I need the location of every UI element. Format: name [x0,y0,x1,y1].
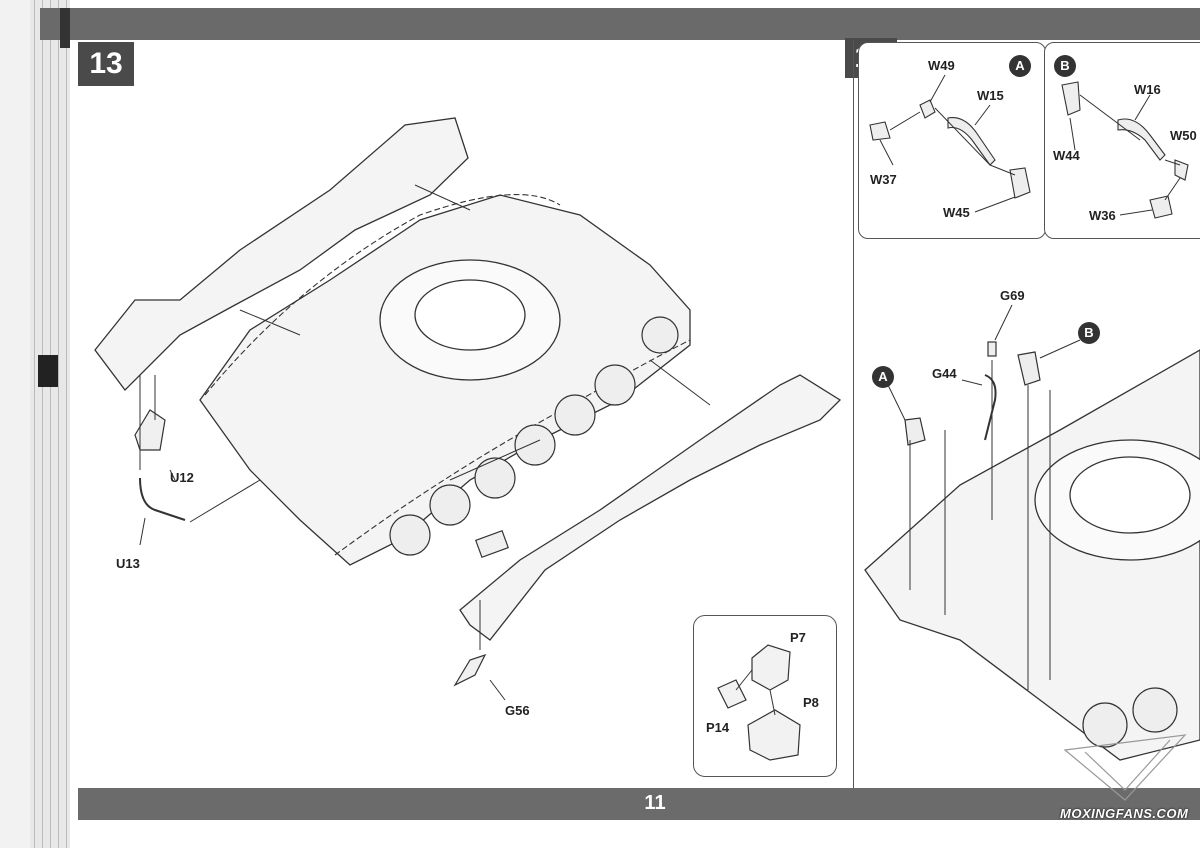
panel-divider [853,40,854,788]
label-w36: W36 [1089,208,1116,223]
part-g44 [984,374,997,441]
road-wheel [1132,687,1178,733]
part-w50 [1174,159,1189,181]
label-w50: W50 [1170,128,1197,143]
label-p7: P7 [790,630,806,645]
page-number: 11 [644,792,666,814]
road-wheel [641,316,679,354]
part-w49 [919,99,936,119]
header-bar [40,8,1200,40]
hull [199,194,691,566]
label-w49: W49 [928,58,955,73]
subassembly-a-placed [904,417,926,446]
step-13-number: 13 [78,42,134,86]
part-g56 [453,653,487,687]
subassembly-b-placed [1017,351,1041,386]
tag-b: B [1054,55,1076,77]
label-p14: P14 [706,720,730,735]
lower-fender [459,374,842,641]
label-g69: G69 [1000,288,1025,303]
main-tag-a: A [872,366,894,388]
track-lower [334,339,691,556]
label-w45: W45 [943,205,970,220]
road-wheel [594,364,636,406]
part-p8 [747,709,801,761]
page-binding [30,0,70,848]
main-tag-b: B [1078,322,1100,344]
part-w16 [1117,118,1166,161]
part-g69 [987,341,997,357]
part-u13 [139,477,186,521]
label-g56: G56 [505,703,530,718]
label-g44: G44 [932,366,957,381]
part-u12 [134,409,166,451]
road-wheel [389,514,431,556]
tag-a: A [1009,55,1031,77]
turret-ring-inner [1069,456,1191,534]
upper-fender [94,117,469,391]
label-w37: W37 [870,172,897,187]
track-upper [204,194,561,396]
label-w44: W44 [1053,148,1080,163]
road-wheel [429,484,471,526]
part-w44 [1061,81,1081,116]
page-edge-tab [38,355,58,387]
part-w37 [869,121,891,141]
label-u13: U13 [116,556,140,571]
road-wheel [554,394,596,436]
watermark-text: MOXINGFANS.COM [1060,806,1189,821]
road-wheel [1082,702,1128,748]
part-bracket [474,529,510,559]
label-w16: W16 [1134,82,1161,97]
footer-bar [78,788,1200,820]
road-wheel [514,424,556,466]
part-w45 [1009,167,1031,199]
part-p7 [751,644,791,691]
road-wheel [474,457,516,499]
turret-ring-inner [414,279,526,351]
label-p8: P8 [803,695,819,710]
label-u12: U12 [170,470,194,485]
scan-margin [0,0,30,848]
part-w36 [1149,195,1173,219]
label-w15: W15 [977,88,1004,103]
header-bar-accent [60,8,70,48]
